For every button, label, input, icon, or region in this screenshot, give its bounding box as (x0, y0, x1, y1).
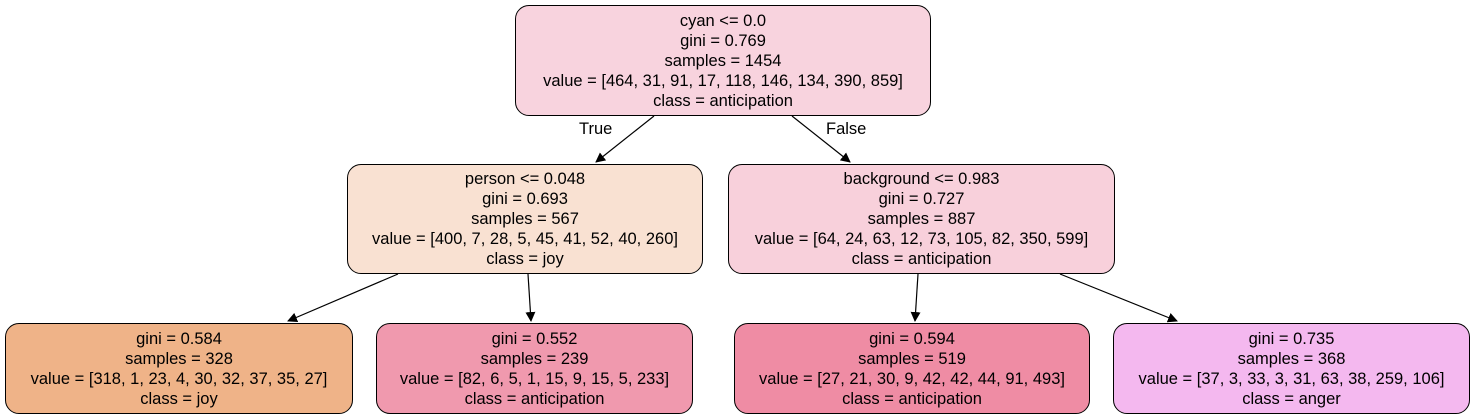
edge-root-right (791, 115, 851, 163)
node-value: value = [318, 1, 23, 4, 30, 32, 37, 35, … (30, 369, 328, 388)
node-gini: gini = 0.727 (878, 190, 965, 208)
tree-leaf-ll: gini = 0.584 samples = 328 value = [318,… (5, 323, 353, 414)
node-samples: samples = 1454 (664, 51, 782, 70)
edge-label-false: False (826, 120, 867, 138)
tree-node-root: cyan <= 0.0 gini = 0.769 samples = 1454 … (515, 5, 931, 116)
tree-node-right: background <= 0.983 gini = 0.727 samples… (728, 164, 1115, 274)
node-value: value = [464, 31, 91, 17, 118, 146, 134,… (543, 71, 903, 90)
node-samples: samples = 519 (858, 349, 966, 368)
node-class: class = anticipation (842, 389, 982, 408)
tree-leaf-lr: gini = 0.552 samples = 239 value = [82, … (376, 323, 693, 414)
node-class: class = anticipation (851, 250, 992, 268)
node-value: value = [82, 6, 5, 1, 15, 9, 15, 5, 233] (399, 369, 670, 388)
node-samples: samples = 887 (867, 210, 976, 228)
node-class: class = joy (486, 250, 564, 268)
node-class: class = anticipation (653, 91, 793, 110)
edge-label-true: True (579, 120, 613, 138)
node-value: value = [400, 7, 28, 5, 45, 41, 52, 40, … (372, 230, 678, 248)
node-gini: gini = 0.594 (869, 329, 955, 348)
node-gini: gini = 0.769 (680, 31, 766, 50)
tree-leaf-rl: gini = 0.594 samples = 519 value = [27, … (734, 323, 1090, 414)
node-gini: gini = 0.552 (491, 329, 578, 348)
edge-left-leaf-lr (525, 273, 536, 322)
node-samples: samples = 368 (1237, 349, 1346, 368)
node-split-rule: cyan <= 0.0 (679, 11, 767, 30)
node-class: class = anger (1242, 389, 1341, 408)
tree-node-left: person <= 0.048 gini = 0.693 samples = 5… (347, 164, 703, 274)
node-gini: gini = 0.584 (136, 329, 222, 348)
node-split-rule: person <= 0.048 (464, 170, 586, 188)
node-samples: samples = 567 (471, 210, 579, 228)
node-value: value = [37, 3, 33, 3, 31, 63, 38, 259, … (1138, 369, 1445, 388)
node-samples: samples = 239 (480, 349, 589, 368)
edge-right-leaf-rl (910, 273, 921, 322)
node-gini: gini = 0.693 (482, 190, 568, 208)
node-value: value = [64, 24, 63, 12, 73, 105, 82, 35… (754, 230, 1089, 248)
node-class: class = joy (140, 389, 218, 408)
edge-right-leaf-rr (1059, 273, 1178, 323)
node-class: class = anticipation (464, 389, 605, 408)
tree-leaf-rr: gini = 0.735 samples = 368 value = [37, … (1113, 323, 1470, 414)
node-split-rule: background <= 0.983 (843, 170, 1000, 188)
edge-left-leaf-ll (287, 273, 399, 323)
node-samples: samples = 328 (125, 349, 233, 368)
node-gini: gini = 0.735 (1248, 329, 1335, 348)
node-value: value = [27, 21, 30, 9, 42, 42, 44, 91, … (759, 369, 1065, 388)
edge-root-left (595, 115, 655, 163)
